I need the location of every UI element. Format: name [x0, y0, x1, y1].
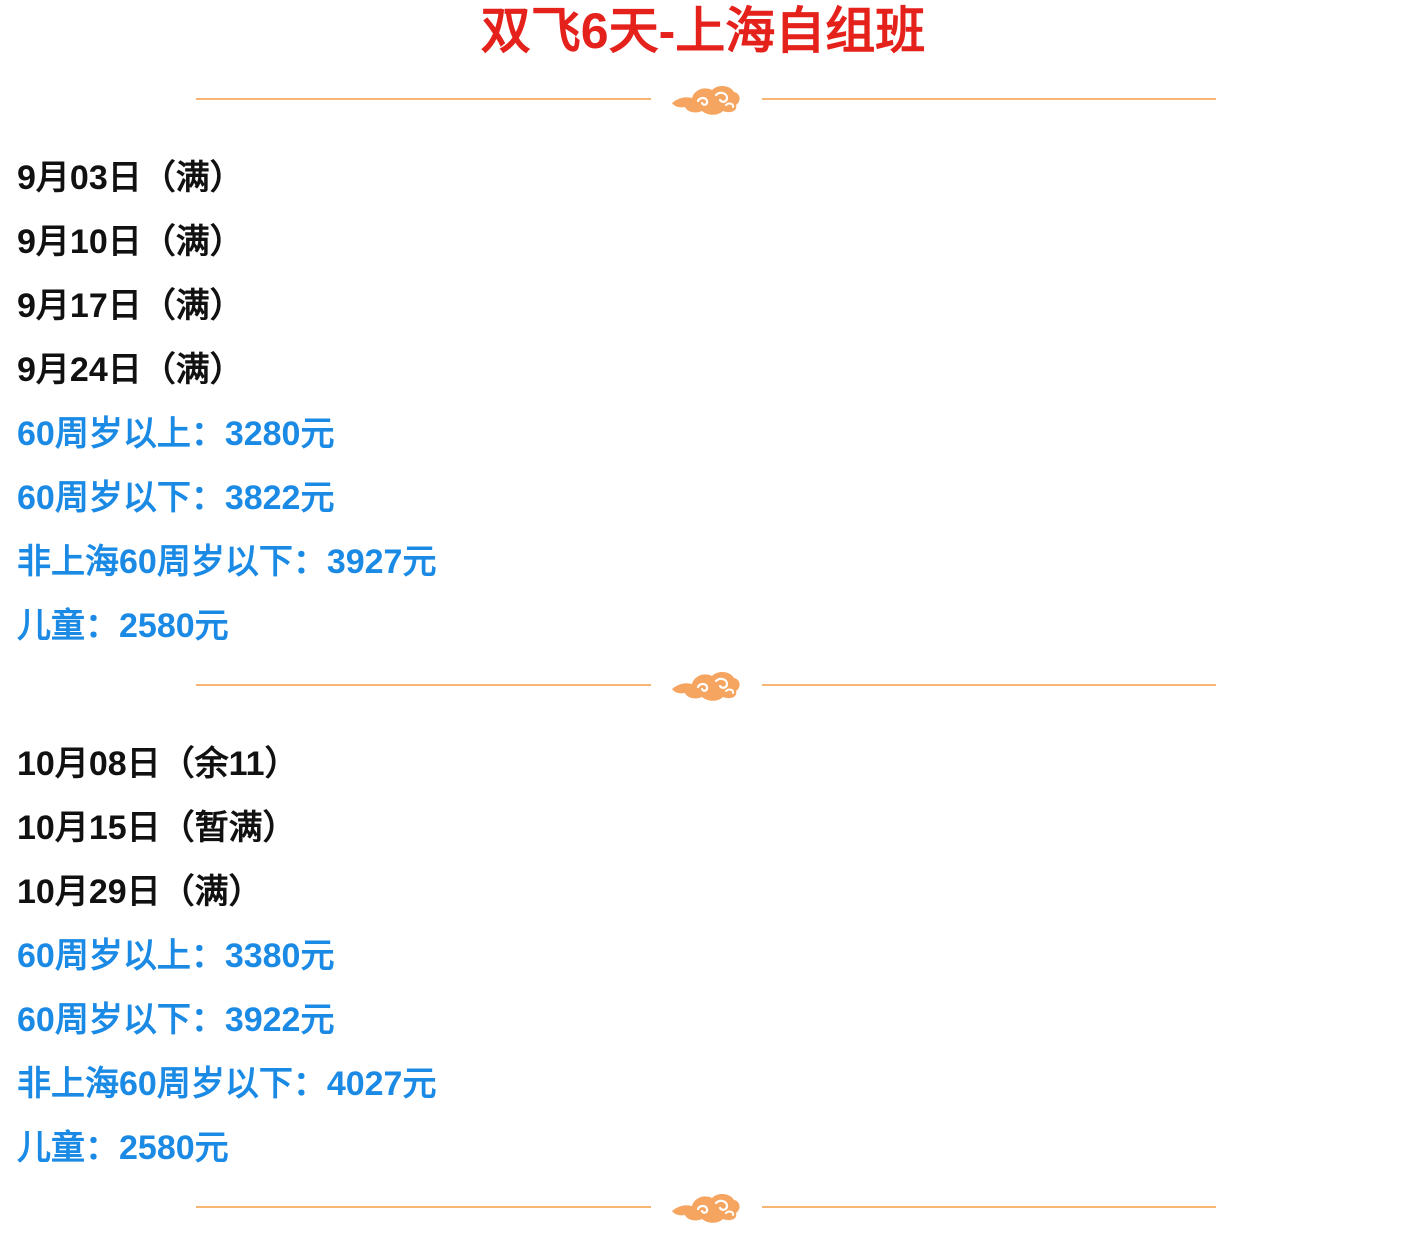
price-line: 60周岁以上：3380元: [17, 937, 335, 975]
departure-date: 10月15日（暂满）: [17, 809, 297, 847]
cloud-icon: [672, 86, 740, 115]
departure-date: 9月17日（满）: [17, 287, 244, 325]
cloud-divider: [196, 1189, 1216, 1225]
price-line: 非上海60周岁以下：3927元: [17, 543, 437, 581]
departure-date: 9月24日（满）: [17, 351, 244, 389]
divider-line: [196, 1206, 651, 1208]
departure-date: 9月03日（满）: [17, 159, 244, 197]
price-line: 儿童：2580元: [17, 1129, 229, 1167]
schedule-section-september: 9月03日（满） 9月10日（满） 9月17日（满） 9月24日（满） 60周岁…: [17, 146, 917, 658]
cloud-icon: [672, 672, 740, 701]
cloud-icon: [672, 1194, 740, 1223]
page-title: 双飞6天-上海自组班: [480, 3, 926, 59]
divider-line: [762, 684, 1216, 686]
departure-date: 10月29日（满）: [17, 873, 263, 911]
cloud-divider: [196, 81, 1216, 117]
departure-date: 9月10日（满）: [17, 223, 244, 261]
cloud-divider: [196, 667, 1216, 703]
price-line: 儿童：2580元: [17, 607, 229, 645]
price-line: 非上海60周岁以下：4027元: [17, 1065, 437, 1103]
schedule-section-october: 10月08日（余11） 10月15日（暂满） 10月29日（满） 60周岁以上：…: [17, 732, 917, 1180]
price-line: 60周岁以下：3922元: [17, 1001, 335, 1039]
divider-line: [762, 1206, 1216, 1208]
divider-line: [762, 98, 1216, 100]
departure-date: 10月08日（余11）: [17, 745, 299, 783]
price-line: 60周岁以下：3822元: [17, 479, 335, 517]
divider-line: [196, 684, 651, 686]
divider-line: [196, 98, 651, 100]
price-line: 60周岁以上：3280元: [17, 415, 335, 453]
